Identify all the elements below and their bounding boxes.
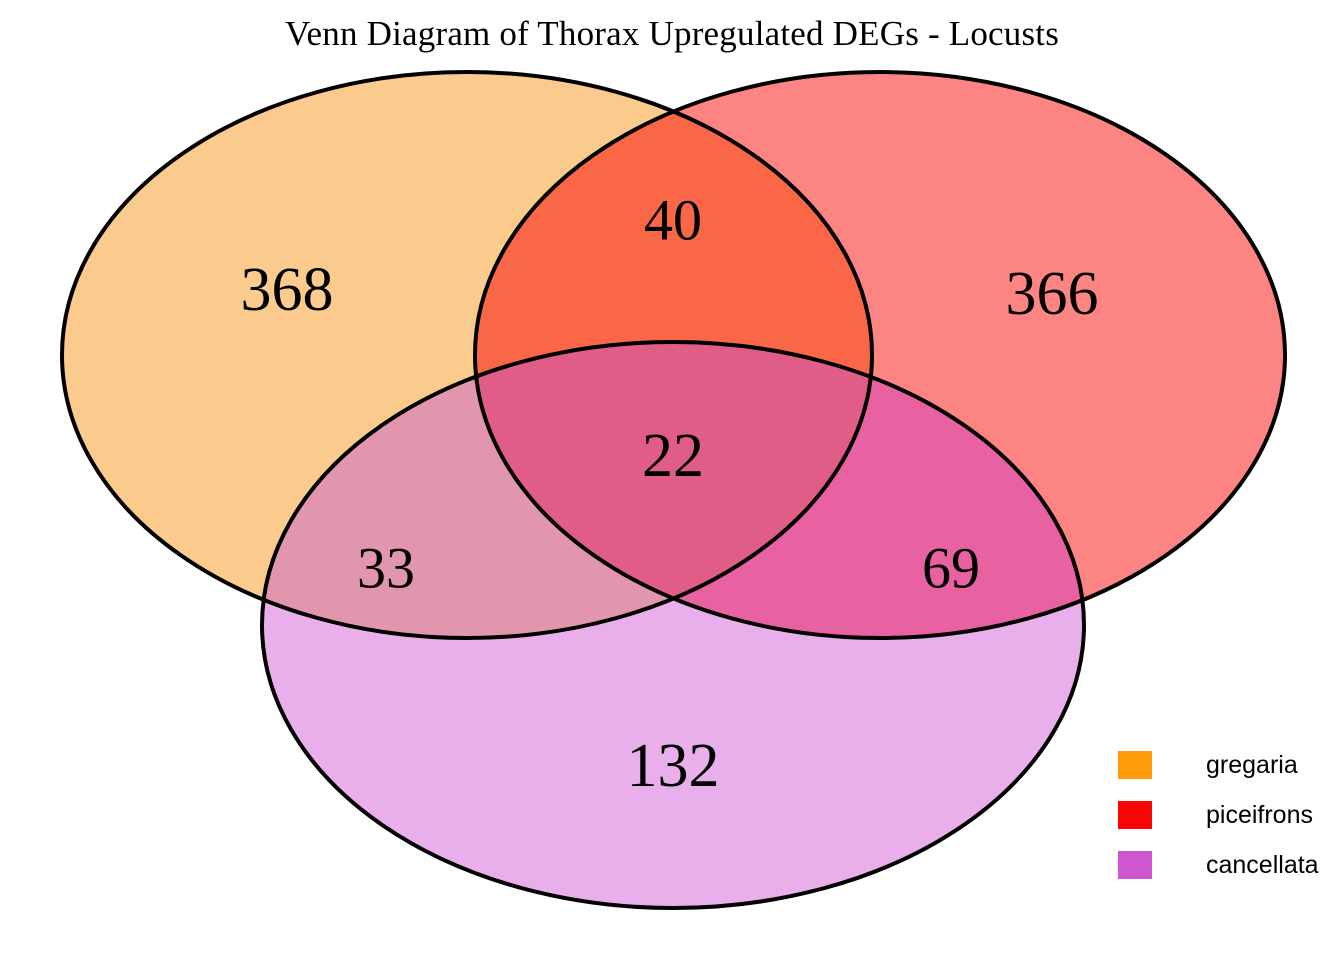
legend-label-cancellata: cancellata — [1206, 850, 1319, 879]
legend-swatch-cancellata — [1118, 851, 1152, 879]
set-outline-gregaria — [60, 70, 874, 640]
legend-swatch-gregaria — [1118, 751, 1152, 779]
count-label-gregaria-only: 368 — [241, 256, 334, 324]
legend-item-piceifrons[interactable]: piceifrons — [1118, 790, 1344, 840]
count-label-piceifrons-cancellata: 69 — [922, 535, 980, 600]
count-label-cancellata-only: 132 — [627, 732, 720, 800]
legend-item-gregaria[interactable]: gregaria — [1118, 740, 1344, 790]
legend-swatch-piceifrons — [1118, 801, 1152, 829]
count-label-piceifrons-only: 366 — [1006, 260, 1099, 328]
set-outline-cancellata — [260, 340, 1086, 910]
legend: gregaria piceifrons cancellata — [1118, 740, 1344, 890]
count-label-gregaria-cancellata: 33 — [357, 535, 415, 600]
count-label-gregaria-piceifrons: 40 — [644, 187, 702, 252]
legend-label-gregaria: gregaria — [1206, 750, 1298, 779]
set-outline-piceifrons — [473, 70, 1287, 640]
legend-item-cancellata[interactable]: cancellata — [1118, 840, 1344, 890]
count-label-all-three: 22 — [642, 422, 704, 490]
page-title: Venn Diagram of Thorax Upregulated DEGs … — [284, 14, 1060, 53]
legend-label-piceifrons: piceifrons — [1206, 800, 1313, 829]
